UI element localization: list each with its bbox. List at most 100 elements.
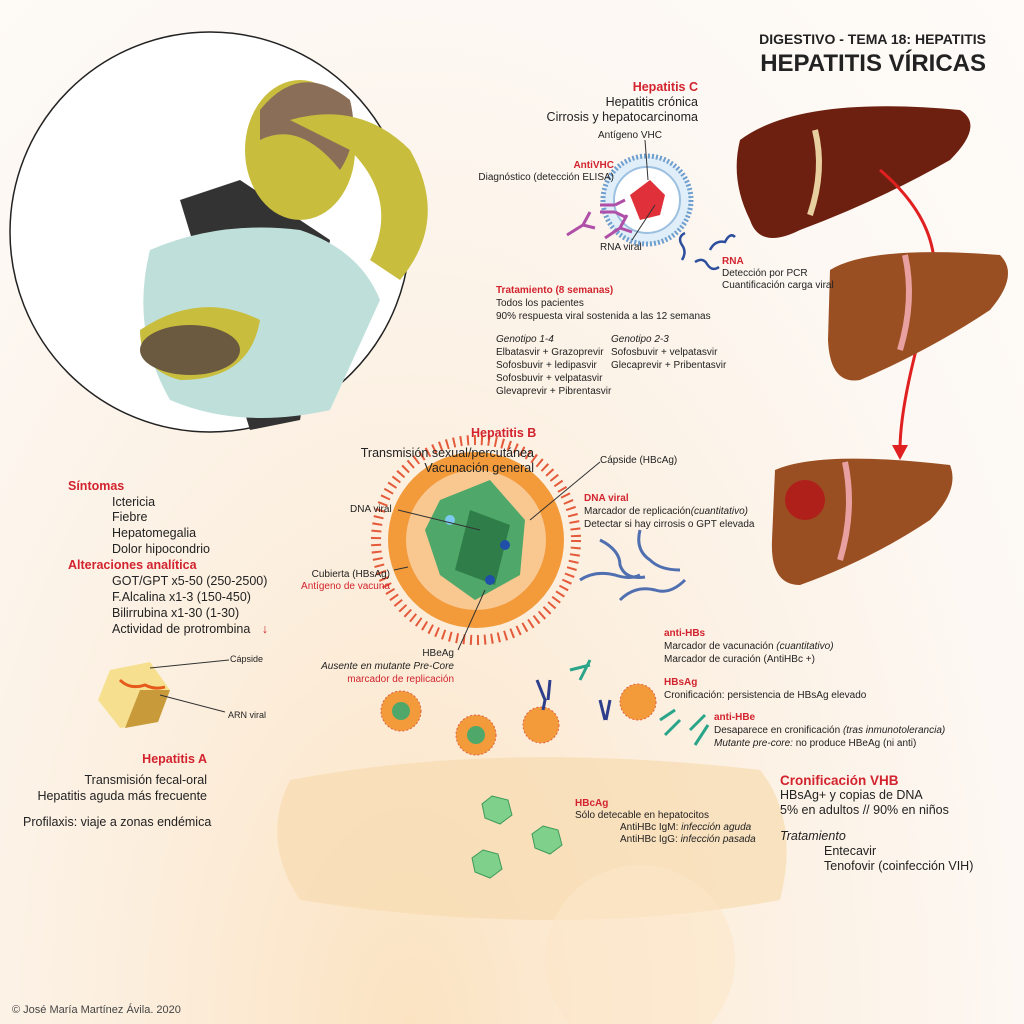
hepb-line: Transmisión sexual/percutánea [360, 446, 534, 460]
hbeag-label: HBeAg [422, 648, 454, 659]
lab-item: Bilirrubina x1-30 (1-30) [112, 606, 240, 620]
hcv-virion-illustration [600, 139, 694, 247]
anti-hbs-title: anti-HBs [664, 628, 706, 639]
antivhc-title: AntiVHC [573, 160, 614, 171]
chronic-hbv-block: Cronificación VHB HBsAg+ y copias de DNA… [780, 773, 973, 874]
chronic-treatment-item: Entecavir [824, 844, 877, 858]
igm-label: AntiHBc IgM: [620, 822, 682, 833]
igg-label: AntiHBc IgG: [620, 834, 681, 845]
chronic-title: Cronificación VHB [780, 773, 899, 788]
chronic-line: 5% en adultos // 90% en niños [780, 803, 949, 817]
hbcag-capsids [471, 795, 563, 879]
hav-arn-label: ARN viral [228, 710, 267, 720]
hbv-capside-label: Cápside (HBcAg) [600, 455, 678, 466]
anti-hbe-line: Desaparece en cronificación [714, 725, 843, 736]
patient-illustration [9, 31, 428, 433]
header-subtitle: DIGESTIVO - TEMA 18: HEPATITIS [759, 31, 986, 47]
hcv-antigen-label: Antígeno VHC [598, 130, 662, 141]
symptom-item: Hepatomegalia [112, 526, 197, 541]
rna-line: Cuantificación carga viral [722, 280, 834, 291]
chronic-treatment-item: Tenofovir (coinfección VIH) [824, 859, 974, 873]
symptoms-title: Síntomas [68, 479, 125, 493]
chronic-treatment-label: Tratamiento [780, 829, 846, 843]
lab-block: Alteraciones analítica GOT/GPT x5-50 (25… [68, 557, 268, 637]
hbcag-block: HBcAg Sólo detecable en hepatocitos Anti… [575, 798, 756, 846]
genotype-1-4: Genotipo 1-4 Elbatasvir + Grazoprevir So… [496, 333, 611, 398]
nucleus-shape [545, 865, 735, 1024]
drug-item: Glecaprevir + Pribentasvir [611, 360, 727, 371]
cubierta-block: Cubierta (HBsAg) Antígeno de vacuna [301, 569, 390, 593]
hepa-line: Hepatitis aguda más frecuente [37, 789, 207, 803]
igm-meaning: infección aguda [681, 822, 752, 833]
rna-title: RNA [722, 256, 744, 267]
arrow-down-icon: ↓ [261, 622, 269, 636]
dna-viral-italic: (cuantitativo) [690, 506, 748, 517]
lab-item: F.Alcalina x1-3 (150-450) [112, 590, 251, 604]
lab-title: Alteraciones analítica [68, 558, 197, 572]
hav-capside-label: Cápside [230, 654, 264, 664]
cubierta-note: Antígeno de vacuna [301, 581, 390, 592]
symptoms-block: Síntomas Ictericia Fiebre Hepatomegalia … [68, 479, 210, 558]
dna-viral-block: DNA viral Marcador de replicación(cuanti… [584, 492, 754, 531]
hepa-block: Hepatitis A Transmisión fecal-oral Hepat… [37, 751, 207, 804]
hbv-particles [380, 683, 657, 756]
igg-meaning: infección pasada [680, 834, 756, 845]
drug-item: Sofosbuvir + velpatasvir [496, 373, 603, 384]
hbv-antibodies [535, 659, 710, 746]
cirrhotic-liver-illustration [828, 252, 1008, 381]
drug-item: Elbatasvir + Grazoprevir [496, 347, 604, 358]
hbsag-title: HBsAg [664, 677, 698, 688]
dna-helices [579, 529, 687, 602]
symptom-item: Ictericia [112, 494, 156, 509]
healthy-liver-illustration [736, 106, 971, 238]
anti-hbs-block: anti-HBs Marcador de vacunación (cuantit… [664, 627, 834, 666]
lab-item: GOT/GPT x5-50 (250-2500) [112, 574, 268, 588]
hbv-virion-illustration [371, 435, 601, 651]
genotype-title: Genotipo 2-3 [611, 334, 669, 345]
progression-arrowhead [892, 445, 908, 460]
hbsag-line: Cronificación: persistencia de HBsAg ele… [664, 690, 867, 701]
hbeag-note: marcador de replicación [347, 674, 454, 685]
dna-viral-title: DNA viral [584, 493, 629, 504]
hepb-line: Vacunación general [424, 461, 534, 475]
treatment-line: 90% respuesta viral sostenida a las 12 s… [496, 311, 711, 322]
page-title: HEPATITIS VÍRICAS [760, 50, 986, 77]
rna-block: RNA Detección por PCR Cuantificación car… [722, 256, 834, 292]
hcv-rna-strands [678, 231, 736, 271]
chronic-line: HBsAg+ y copias de DNA [780, 788, 923, 802]
antivhc-text: Diagnóstico (detección ELISA) [478, 172, 614, 183]
symptom-item: Fiebre [112, 510, 148, 525]
genotype-2-3: Genotipo 2-3 Sofosbuvir + velpatasvir Gl… [611, 333, 726, 372]
anti-hbe-title: anti-HBe [714, 712, 756, 723]
hbv-dna-label: DNA viral [350, 504, 392, 515]
anti-hbs-italic: (cuantitativo) [776, 641, 834, 652]
symptom-item: Dolor hipocondrio [112, 541, 210, 556]
hbcag-line: Sólo detecable en hepatocitos [575, 810, 709, 821]
hav-virion-illustration [98, 659, 230, 728]
hepc-block: Hepatitis C Hepatitis crónica Cirrosis y… [547, 80, 698, 125]
hepatocarcinoma-liver-illustration [771, 458, 953, 585]
treatment-line: Todos los pacientes [496, 298, 584, 309]
hbcag-title: HBcAg [575, 798, 609, 809]
rna-line: Detección por PCR [722, 268, 808, 279]
anti-hbs-line: Marcador de vacunación [664, 641, 777, 652]
anti-hbe-block: anti-HBe Desaparece en cronificación (tr… [714, 711, 945, 750]
drug-item: Sofosbuvir + ledipasvir [496, 360, 597, 371]
hepc-line: Cirrosis y hepatocarcinoma [546, 110, 698, 124]
lab-item: Actividad de protrombina [112, 622, 251, 636]
hepb-lines: Transmisión sexual/percutánea Vacunación… [361, 446, 534, 476]
genotype-title: Genotipo 1-4 [496, 334, 554, 345]
hepc-treatment: Tratamiento (8 semanas) Todos los pacien… [496, 284, 711, 323]
treatment-title: Tratamiento (8 semanas) [496, 285, 614, 296]
anti-hbe-line: no produce HBeAg (ni anti) [792, 738, 917, 749]
hepc-title: Hepatitis C [632, 80, 698, 94]
hepa-prophylaxis: Profilaxis: viaje a zonas endémica [23, 815, 212, 829]
hepb-title: Hepatitis B [471, 426, 537, 440]
hcv-rna-viral-label: RNA viral [600, 242, 642, 253]
anti-hbe-italic: (tras inmunotolerancia) [842, 725, 946, 736]
anti-hbe-italic: Mutante pre-core: [714, 738, 793, 749]
antivhc-block: AntiVHC Diagnóstico (detección ELISA) [478, 160, 614, 184]
hepc-line: Hepatitis crónica [605, 95, 698, 109]
hbsag-block: HBsAg Cronificación: persistencia de HBs… [664, 676, 866, 702]
